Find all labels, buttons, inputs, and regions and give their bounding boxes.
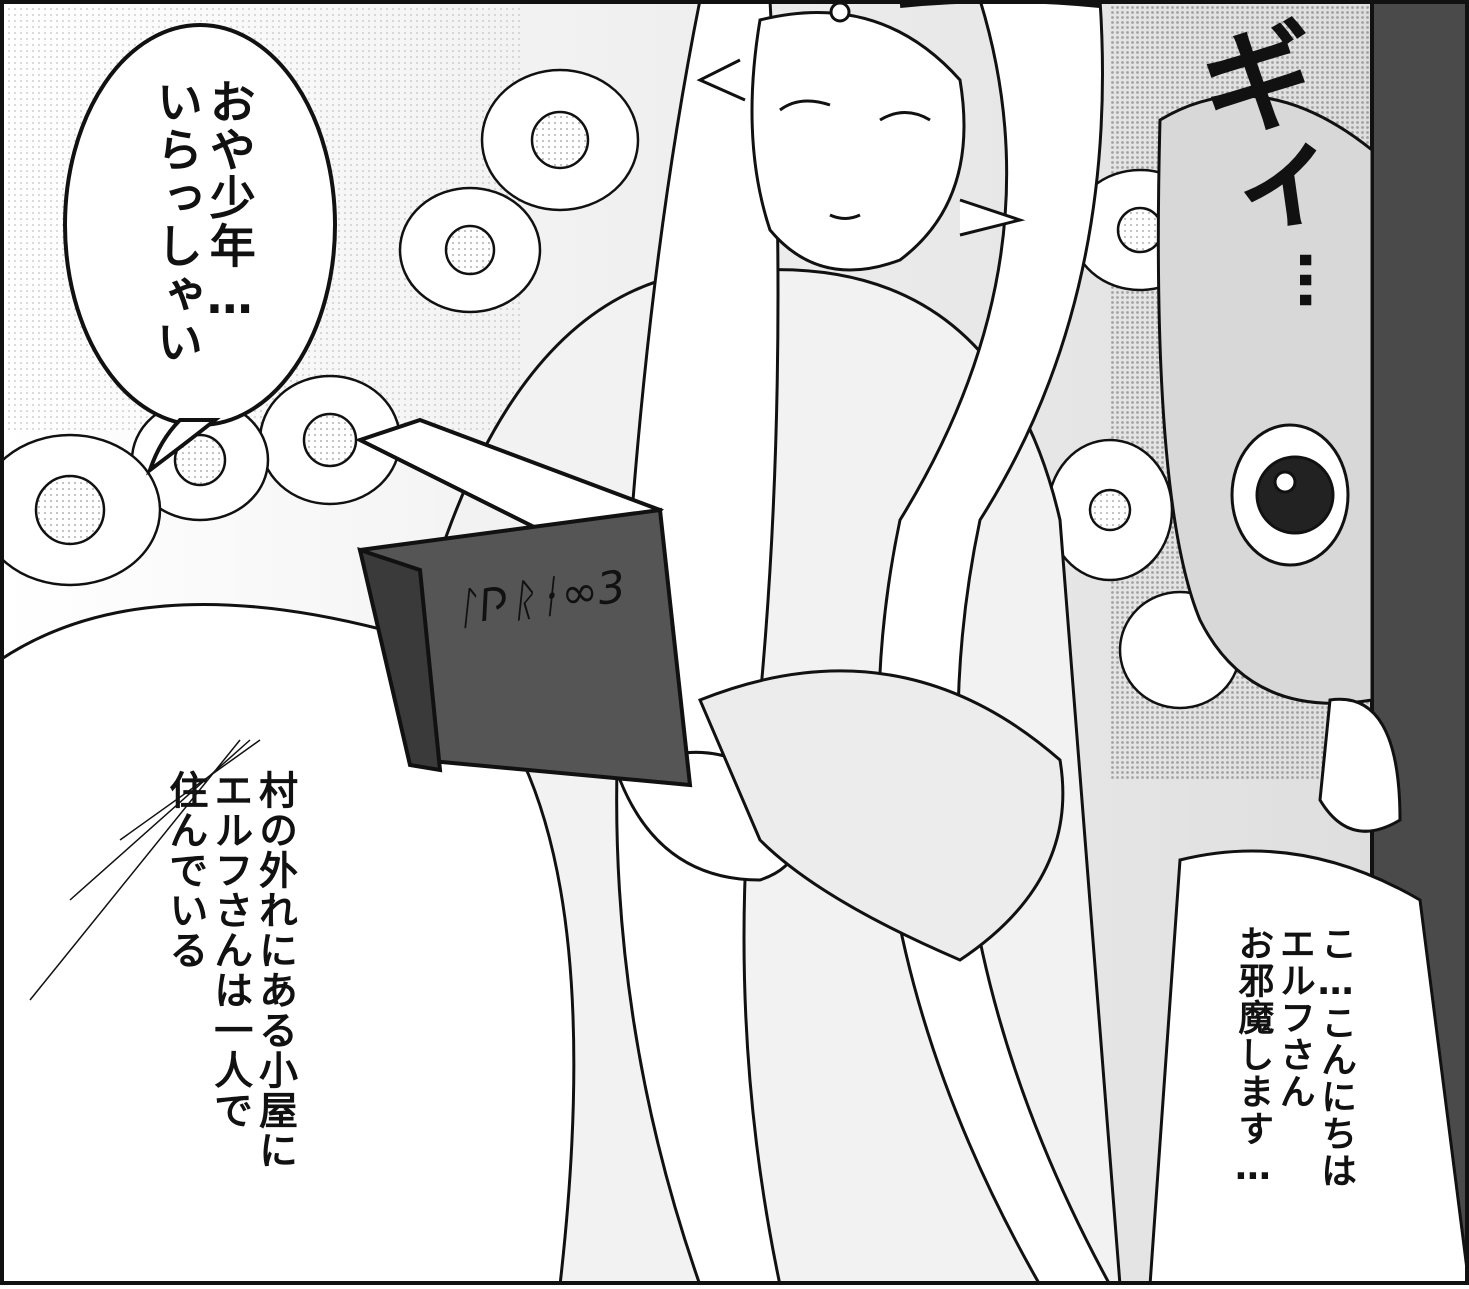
- ear: [959, 198, 1026, 237]
- flower: [398, 186, 542, 314]
- flower: [1046, 438, 1174, 582]
- hand: [1318, 697, 1402, 833]
- mouth: [829, 213, 861, 220]
- book-spine: [357, 546, 443, 773]
- sleeve: [698, 669, 1065, 962]
- speech-line: おや少年…: [202, 78, 257, 326]
- speech-line: いらっしゃい: [149, 78, 204, 366]
- greeting-line: こ…こんにちは: [1315, 925, 1357, 1189]
- book: [354, 417, 693, 788]
- boy-knee: [1148, 849, 1469, 1287]
- speech-bubble-tail: [146, 418, 221, 476]
- greeting-line: お邪魔します…: [1232, 925, 1274, 1189]
- narration-line: 村の外れにある小屋に: [252, 770, 298, 1170]
- ear: [696, 58, 746, 102]
- flower: [480, 68, 640, 212]
- sound-effect: ギィ: [1170, 11, 1338, 253]
- sound-effect-dots: …: [1285, 250, 1355, 310]
- speed-lines: [29, 739, 261, 1001]
- face: [750, 11, 966, 272]
- narration-text: 村の外れにある小屋に エルフさんは一人で 住んでいる: [162, 770, 298, 1170]
- speech-bubble-text: おや少年… いらっしゃい: [149, 78, 257, 366]
- peeking-boy: [1156, 94, 1402, 833]
- narration-line: 住んでいる: [162, 770, 208, 970]
- narration-line: エルフさんは一人で: [207, 770, 253, 1130]
- flower: [0, 433, 162, 587]
- greeting-text: こ…こんにちは エルフさん お邪魔します…: [1232, 925, 1356, 1189]
- greeting-line: エルフさん: [1273, 925, 1315, 1110]
- flower-cluster: [0, 68, 1242, 710]
